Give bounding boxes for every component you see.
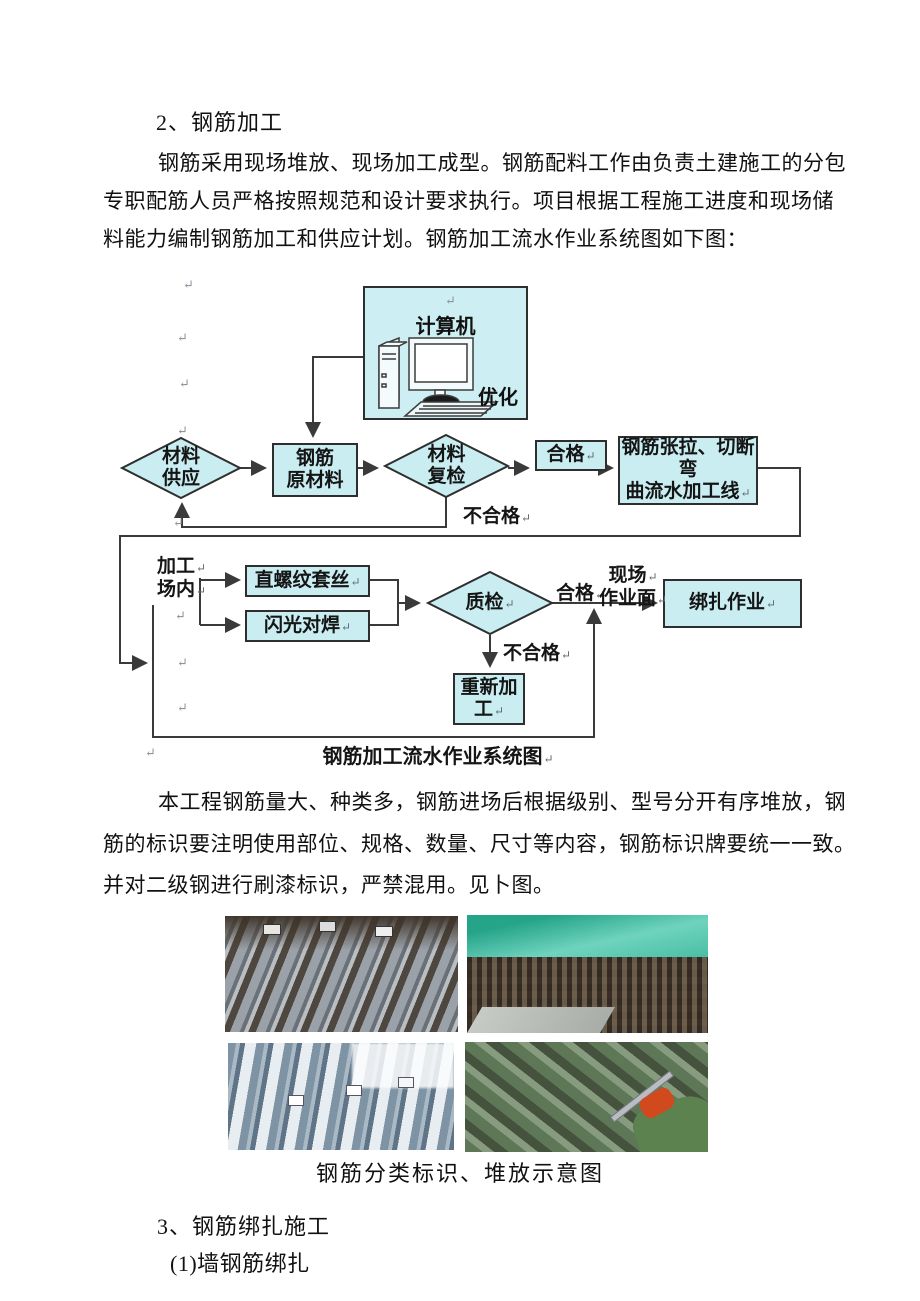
- paragraph2-line3: 并对二级钢进行刷漆标识，严禁混用。见卜图。: [103, 873, 555, 897]
- qualified-label-2: 合格↵: [556, 583, 606, 604]
- rebar-label-tag: [375, 926, 393, 937]
- unqualified-label-2: 不合格↵: [503, 643, 572, 664]
- qualified-node: 合格↵: [535, 440, 607, 471]
- diamond-material-supply: [119, 436, 243, 500]
- pilcrow-mark: ↵: [177, 655, 188, 670]
- photo-welded-mesh-cages: [467, 915, 708, 1033]
- section-heading-2: 2、钢筋加工: [156, 110, 284, 135]
- work-face-label: 现场↵ 作业面↵: [599, 565, 668, 609]
- pilcrow-mark: ↵: [179, 376, 190, 391]
- pilcrow-mark: ↵: [177, 700, 188, 715]
- computer-node-title: 计算机: [415, 316, 476, 338]
- optimize-label: 优化: [478, 387, 518, 409]
- pilcrow-mark: ↵: [445, 293, 456, 308]
- diamond-material-recheck: [382, 433, 511, 499]
- section-heading-3: 3、钢筋绑扎施工: [157, 1214, 331, 1239]
- flowchart-connectors: [119, 356, 801, 738]
- thread-sleeve-node: 直螺纹套丝↵: [245, 565, 370, 597]
- paragraph2-line2: 筋的标识要注明使用部位、规格、数量、尺寸等内容，钢筋标识牌要统一一致。: [103, 832, 856, 856]
- computer-node: ↵ 计算机 优化: [363, 286, 528, 420]
- rebar-label-tag: [346, 1085, 362, 1096]
- pilcrow-mark: ↵: [177, 423, 188, 438]
- pilcrow-mark: ↵: [175, 608, 186, 623]
- rebar-processing-flowchart: ↵ 计算机 优化 材料供应: [95, 275, 820, 780]
- photo-tagged-rebar-bundles: [228, 1043, 454, 1150]
- rework-node: 重新加 工↵: [453, 673, 525, 725]
- photo-rebar-bundles-storage: [225, 916, 458, 1032]
- paragraph1-line3: 料能力编制钢筋加工和供应计划。钢筋加工流水作业系统图如下图：: [103, 227, 748, 251]
- paragraph1-line2: 专职配筋人员严格按照规范和设计要求执行。项目根据工程施工进度和现场储: [103, 189, 834, 213]
- rebar-label-tag: [288, 1095, 304, 1106]
- flash-weld-node: 闪光对焊↵: [245, 610, 370, 642]
- processing-line-node: 钢筋张拉、切断弯 曲流水加工线↵: [618, 436, 758, 505]
- pilcrow-mark: ↵: [145, 745, 156, 760]
- rebar-label-tag: [263, 924, 281, 935]
- material-supply-node: 材料供应: [161, 446, 200, 489]
- binding-work-node: 绑扎作业↵: [663, 579, 802, 628]
- photo-shadow: [225, 916, 458, 950]
- quality-check-node: 质检↵: [465, 591, 515, 613]
- material-recheck-node: 材料复检: [427, 444, 466, 487]
- unqualified-label-1: 不合格↵: [463, 506, 532, 527]
- green-tarp: [467, 915, 708, 957]
- rebar-label-tag: [319, 921, 336, 932]
- diamond-quality-check: [425, 570, 555, 636]
- photo-green-stirrups-marking: [465, 1042, 708, 1152]
- photo-caption: 钢筋分类标识、堆放示意图: [315, 1161, 604, 1186]
- pilcrow-mark: ↵: [177, 330, 188, 345]
- flowchart-caption: 钢筋加工流水作业系统图↵: [322, 746, 554, 768]
- pilcrow-mark: ↵: [183, 277, 194, 292]
- concrete-floor: [467, 1007, 615, 1033]
- paragraph2-line1: 本工程钢筋量大、种类多，钢筋进场后根据级别、型号分开有序堆放，钢: [158, 790, 846, 814]
- pilcrow-mark: ↵: [173, 515, 184, 530]
- paragraph1-line1: 钢筋采用现场堆放、现场加工成型。钢筋配料工作由负责土建施工的分包: [158, 151, 846, 175]
- computer-icon: [378, 336, 499, 417]
- rebar-label-tag: [398, 1077, 414, 1088]
- onsite-processing-label: 加工↵ 场内↵: [157, 556, 207, 600]
- subsection-heading: (1)墙钢筋绑扎: [170, 1251, 310, 1276]
- rebar-raw-material-node: 钢筋原材料: [272, 443, 358, 497]
